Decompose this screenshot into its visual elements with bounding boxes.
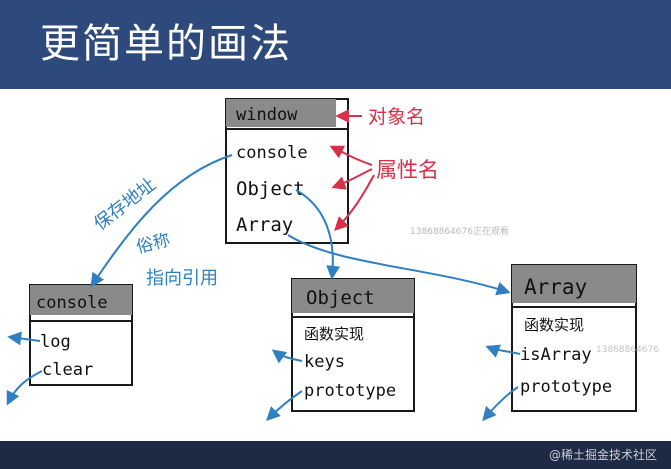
- also-called-label: 俗称: [134, 230, 172, 258]
- array-prototype-pointer-arrow: [482, 386, 519, 422]
- memory-diagram: window console Object Array console log …: [6, 98, 659, 422]
- array-reference-arrow: [287, 234, 511, 296]
- object-box: Object 函数实现 keys prototype: [291, 278, 415, 412]
- object-box-header: [292, 279, 414, 313]
- window-field-object: Object: [236, 178, 305, 200]
- window-box-title: window: [236, 105, 298, 125]
- property-name-annotation: 属性名: [376, 158, 439, 182]
- object-field-keys: keys: [304, 352, 345, 372]
- save-address-label: 保存地址: [90, 174, 160, 235]
- object-name-annotation: 对象名: [368, 106, 425, 128]
- object-reference-arrow: [295, 189, 341, 280]
- window-field-array: Array: [236, 214, 293, 236]
- array-box: Array 函数实现 isArray prototype: [511, 264, 637, 412]
- object-prototype-pointer-arrow: [266, 390, 303, 421]
- console-box-title: console: [36, 293, 108, 313]
- viewer-watermark-partial: 13868864676: [596, 345, 659, 355]
- array-field-isarray: isArray: [520, 345, 592, 365]
- window-box: window console Object Array: [225, 98, 349, 244]
- array-box-header: [512, 265, 636, 303]
- array-field-prototype: prototype: [520, 377, 612, 397]
- keys-pointer-arrow: [271, 349, 303, 364]
- console-reference-arrow: [90, 154, 233, 288]
- console-box-header: [30, 285, 132, 315]
- object-box-title: Object: [306, 287, 375, 309]
- log-pointer-arrow: [7, 331, 41, 346]
- viewer-watermark: 13868864676正在观看: [410, 225, 509, 237]
- clear-pointer-arrow: [6, 370, 43, 406]
- isarray-pointer-arrow: [485, 344, 521, 358]
- slide-footer: @稀土掘金技术社区: [0, 441, 671, 469]
- diagram-canvas: window console Object Array console log …: [0, 89, 671, 441]
- window-box-header: [226, 99, 336, 127]
- console-box: console log clear: [29, 284, 133, 386]
- array-field-impl: 函数实现: [524, 316, 584, 334]
- property-arrow-object: [331, 168, 373, 190]
- array-box-title: Array: [524, 275, 587, 299]
- property-arrow-console: [329, 145, 373, 166]
- slide-header: 更简单的画法: [0, 0, 671, 89]
- slide-title: 更简单的画法: [40, 21, 292, 67]
- console-field-clear: clear: [42, 360, 93, 380]
- property-arrow-array: [334, 174, 375, 231]
- object-field-impl: 函数实现: [304, 325, 364, 343]
- object-field-prototype: prototype: [304, 381, 396, 401]
- points-to-reference-label: 指向引用: [146, 268, 218, 289]
- window-field-console: console: [236, 143, 308, 163]
- footer-credit: @稀土掘金技术社区: [548, 448, 657, 462]
- console-field-log: log: [40, 332, 71, 352]
